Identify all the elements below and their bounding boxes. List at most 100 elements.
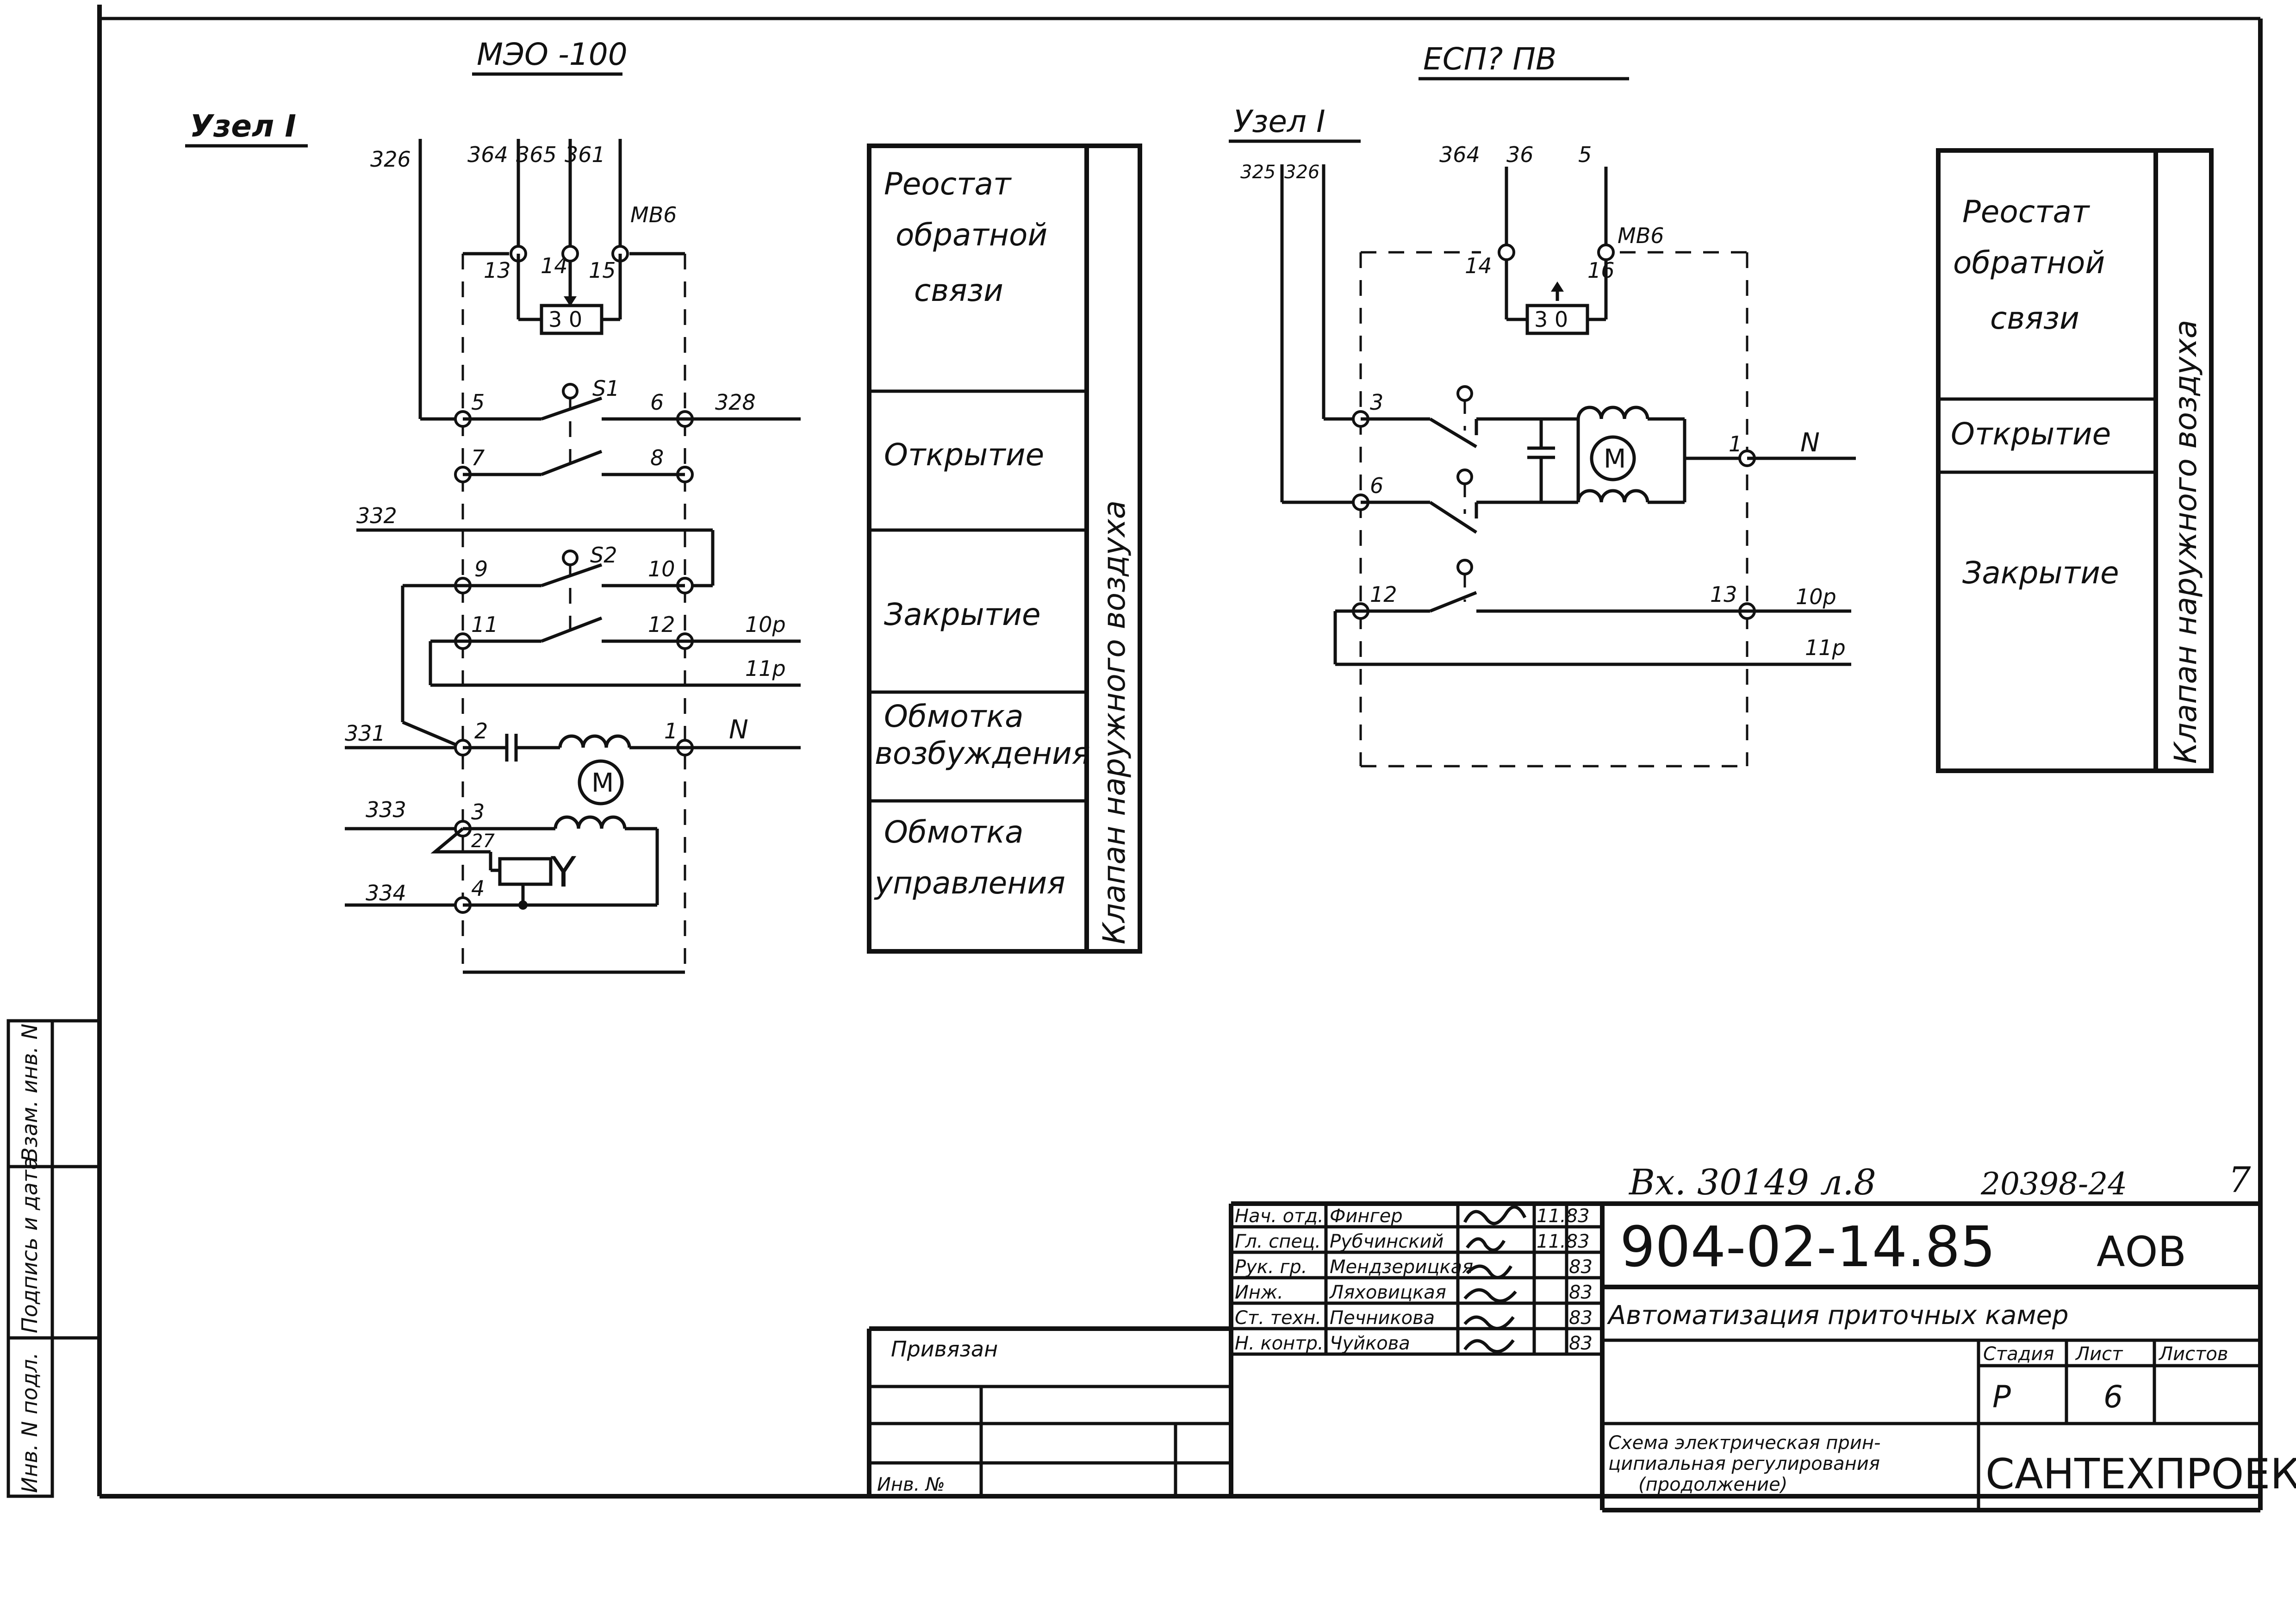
- wire-11p: 11р: [745, 656, 786, 681]
- sig-date-2: 11.83: [1537, 1231, 1590, 1252]
- stamp-stage-header: Стадия: [1983, 1343, 2054, 1365]
- left-resistor-label: 3 0: [548, 307, 582, 332]
- wire-5: 5: [1578, 142, 1592, 167]
- left-coil: Y: [550, 848, 577, 897]
- sig-date-6: 83: [1569, 1333, 1593, 1354]
- right-table-side-label: Клапан наружного воздуха: [2168, 320, 2203, 764]
- term-13-right: 13: [1710, 582, 1737, 607]
- sig-role-3: Рук. гр.: [1235, 1256, 1307, 1278]
- term-12-right: 12: [1370, 582, 1397, 607]
- sig-name-6: Чуйкова: [1330, 1333, 1410, 1354]
- stamp-inv-number: Вх. 30149 л.8: [1628, 1162, 1876, 1203]
- right-resistor-label: 3 0: [1534, 307, 1568, 332]
- sig-date-3: 83: [1569, 1256, 1593, 1278]
- sig-role-1: Нач. отд.: [1235, 1206, 1324, 1227]
- right-table: Реостат обратной связи Открытие Закрытие…: [1936, 148, 2214, 773]
- sig-role-4: Инж.: [1235, 1282, 1283, 1303]
- stamp-doc-code: 904-02-14.85: [1620, 1215, 1996, 1280]
- wire-334: 334: [366, 881, 406, 906]
- right-device-title: ЕСП? ПВ: [1423, 41, 1556, 77]
- stamp-inv-label: Инв. №: [877, 1474, 945, 1495]
- side-columns: Инв. N подл. Подпись и дата Взам. инв. N: [6, 1019, 100, 1498]
- wire-364: 364: [467, 142, 508, 167]
- stamp-project-title: Автоматизация приточных камер: [1607, 1300, 2069, 1330]
- sig-name-2: Рубчинский: [1330, 1231, 1444, 1252]
- sig-scribble-4: [1463, 1288, 1517, 1303]
- wire-328: 328: [715, 390, 756, 415]
- side-col-inv: Инв. N подл.: [17, 1352, 42, 1493]
- term-16: 16: [1587, 258, 1615, 283]
- sig-scribble-3: [1466, 1264, 1512, 1279]
- wire-10p-right: 10р: [1796, 584, 1836, 609]
- right-table-row-3: Закрытие: [1962, 555, 2119, 591]
- right-diagram: ЕСП? ПВ Узел I 325 326 364 36 5 МВ6 14 1…: [1229, 41, 1856, 768]
- term-2: 2: [474, 718, 488, 743]
- sig-role-6: Н. контр.: [1235, 1333, 1324, 1354]
- term-5: 5: [471, 390, 485, 415]
- wire-364-right: 364: [1439, 142, 1480, 167]
- left-node-label: Узел I: [190, 108, 296, 144]
- wire-325: 325: [1240, 162, 1276, 183]
- wire-11p-right: 11р: [1805, 635, 1846, 660]
- wire-10p: 10р: [745, 612, 786, 637]
- wire-332: 332: [356, 503, 397, 528]
- term-12: 12: [648, 612, 675, 637]
- term-14-right: 14: [1465, 253, 1492, 278]
- sig-date-5: 83: [1569, 1307, 1593, 1329]
- wire-36: 36: [1506, 142, 1534, 167]
- left-motor: M: [591, 768, 614, 798]
- stamp-sheet-header: Лист: [2075, 1343, 2123, 1365]
- left-table-row-3: Закрытие: [884, 597, 1041, 632]
- left-table: Реостат обратной связи Открытие Закрытие…: [867, 144, 1142, 954]
- switch-s2: S2: [590, 543, 617, 568]
- term-15: 15: [589, 258, 616, 283]
- sig-date-4: 83: [1569, 1282, 1593, 1303]
- right-table-row-2: Открытие: [1951, 416, 2111, 452]
- term-8: 8: [650, 445, 664, 470]
- left-table-row-2: Открытие: [884, 437, 1044, 473]
- left-table-row-1: Реостат обратной связи: [884, 166, 1057, 308]
- stamp-sheet: 6: [2103, 1379, 2123, 1415]
- sig-date-1: 11.83: [1537, 1206, 1590, 1227]
- sheet-frame: [97, 5, 2263, 1510]
- right-table-row-1: Реостат обратной связи: [1953, 194, 2115, 336]
- stamp-sheet-title: Схема электрическая прин- ципиальная рег…: [1608, 1432, 1886, 1495]
- left-table-row-5: Обмотка управления: [874, 814, 1065, 901]
- term-27: 27: [471, 831, 495, 852]
- left-diagram: МЭО -100 Узел I 326 364 365 361 МВ6 13 1…: [185, 37, 801, 974]
- title-block: Вх. 30149 л.8 20398-24 7 Привязан Инв. №…: [867, 1159, 2296, 1512]
- wire-mv6-right: МВ6: [1618, 223, 1664, 248]
- wire-365: 365: [516, 142, 557, 167]
- stamp-mark: АОВ: [2097, 1228, 2186, 1276]
- switch-s1: S1: [592, 376, 619, 401]
- term-14: 14: [541, 253, 568, 278]
- side-col-sign: Подпись и дата: [17, 1157, 42, 1333]
- term-3: 3: [471, 800, 485, 824]
- sig-name-3: Мендзерицкая: [1330, 1256, 1473, 1278]
- term-3-right: 3: [1370, 390, 1383, 415]
- wire-n-right: N: [1800, 428, 1820, 458]
- wire-mv6: МВ6: [630, 202, 677, 227]
- term-11: 11: [471, 612, 498, 637]
- sig-role-5: Ст. техн.: [1235, 1307, 1321, 1329]
- sig-scribble-5: [1463, 1315, 1515, 1330]
- stamp-organization: САНТЕХПРОЕКТ: [1985, 1450, 2296, 1499]
- sig-scribble-6: [1463, 1339, 1515, 1353]
- stamp-stage: Р: [1992, 1379, 2011, 1415]
- term-6-right: 6: [1370, 473, 1383, 498]
- sig-name-5: Печникова: [1330, 1307, 1435, 1329]
- sig-scribble-1: [1463, 1205, 1527, 1225]
- wire-333: 333: [366, 797, 406, 822]
- term-10: 10: [648, 556, 675, 581]
- left-table-side-label: Клапан наружного воздуха: [1096, 500, 1132, 944]
- right-node-label: Узел I: [1233, 104, 1325, 139]
- term-9: 9: [474, 556, 488, 581]
- side-col-replace: Взам. инв. N: [17, 1024, 42, 1162]
- wire-326-right: 326: [1284, 162, 1319, 183]
- sig-scribble-2: [1466, 1237, 1506, 1252]
- stamp-binding-label: Привязан: [891, 1337, 998, 1362]
- wire-326: 326: [370, 147, 411, 172]
- left-table-row-4: Обмотка возбуждения: [875, 699, 1090, 771]
- right-motor: M: [1604, 444, 1626, 474]
